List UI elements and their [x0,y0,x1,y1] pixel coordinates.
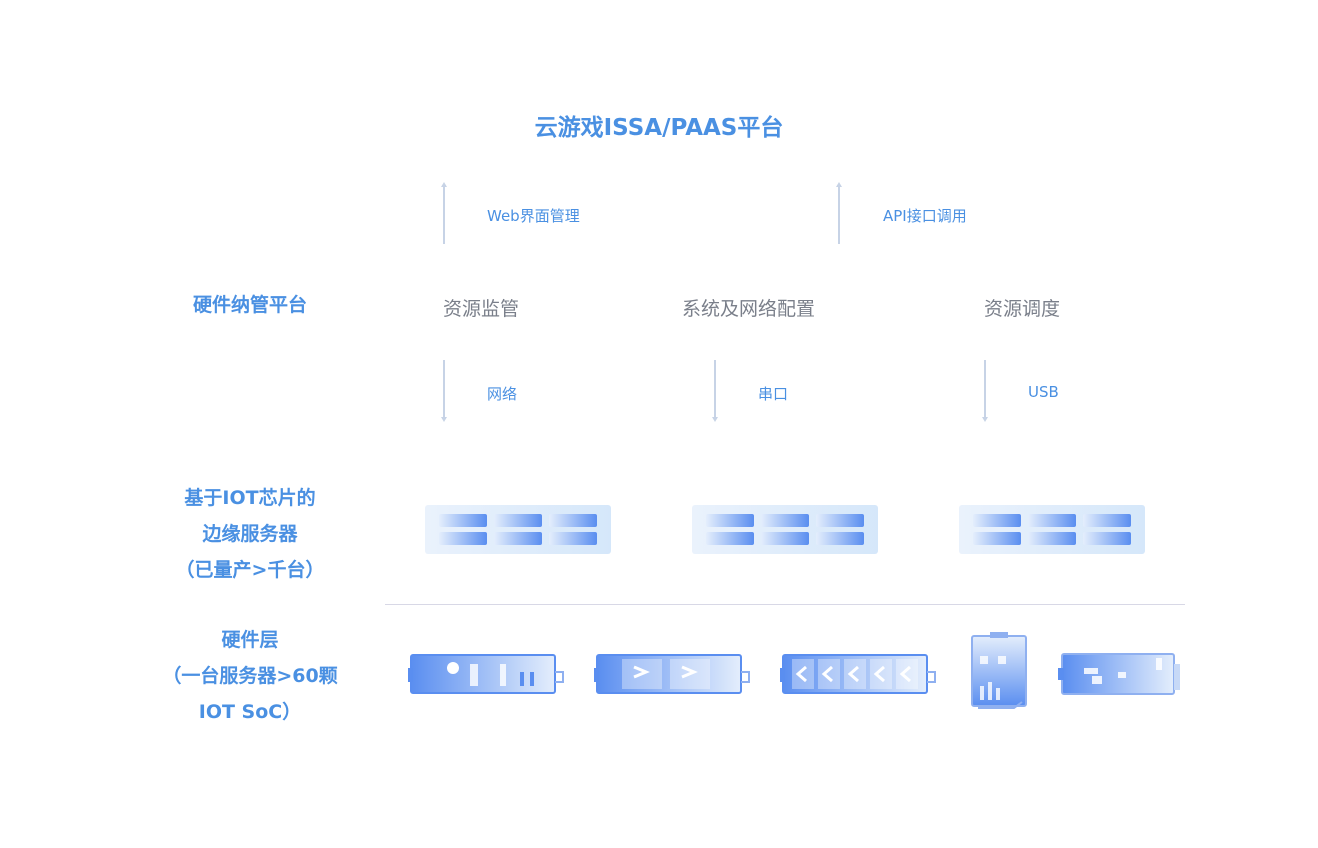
link-usb-label: USB [1028,383,1059,401]
serial-link-connector [712,360,718,422]
web-interface-connector [441,182,447,244]
edge-layer-line-2: 边缘服务器 [202,523,298,545]
server-1u-d-icon [1058,653,1180,695]
layer-divider [385,604,1185,605]
function-resource-scheduling: 资源调度 [984,298,1061,320]
server-1u-a-icon [408,654,564,694]
diagram-title: 云游戏ISSA/PAAS平台 [534,115,784,141]
hardware-layer-line-2: （一台服务器>60颗 [162,665,338,687]
api-interface-connector [836,182,842,244]
edge-layer-line-3: （已量产>千台） [175,559,325,581]
edge-server-icon [959,505,1145,554]
server-1u-b-icon [594,654,750,694]
function-system-network-config: 系统及网络配置 [682,298,816,320]
edge-server-icon [425,505,611,554]
link-serial-label: 串口 [758,385,789,403]
function-resource-monitor: 资源监管 [443,298,520,320]
server-1u-c-icon [780,654,936,694]
edge-server-icon [692,505,878,554]
link-network-label: 网络 [487,385,518,403]
hardware-layer-line-3: IOT SoC） [198,701,302,723]
edge-layer-label: 基于IOT芯片的 边缘服务器 （已量产>千台） [150,480,350,588]
board-vertical-icon [971,632,1027,709]
edge-layer-line-1: 基于IOT芯片的 [184,487,316,509]
web-interface-label: Web界面管理 [487,207,580,225]
hardware-layer-line-1: 硬件层 [221,629,279,651]
management-layer-label: 硬件纳管平台 [192,294,307,316]
usb-link-connector [982,360,988,422]
api-interface-label: API接口调用 [883,207,967,225]
hardware-layer-label: 硬件层 （一台服务器>60颗 IOT SoC） [150,622,350,730]
network-link-connector [441,360,447,422]
